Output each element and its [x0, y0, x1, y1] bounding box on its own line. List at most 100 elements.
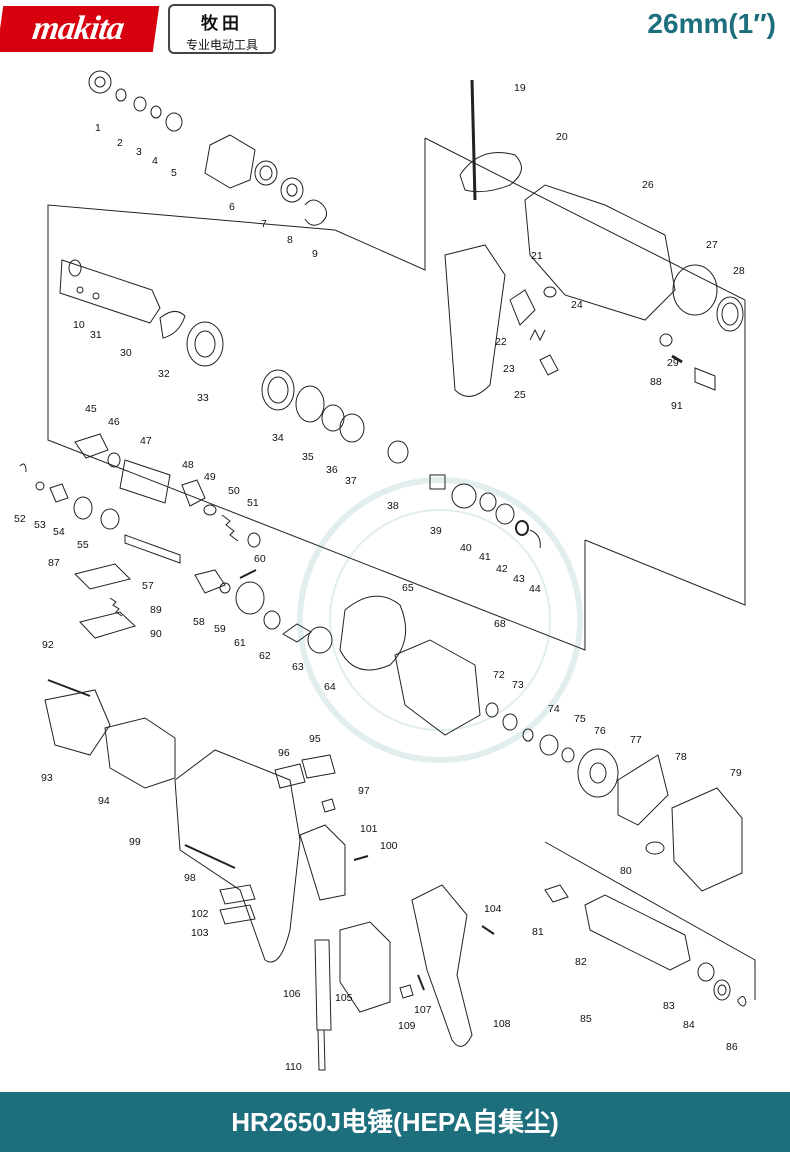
part-47-piston	[119, 459, 171, 504]
part-94-field	[104, 717, 176, 789]
part-77-fan	[577, 748, 619, 798]
label-part-91: 91	[671, 400, 683, 412]
label-part-80: 80	[620, 865, 632, 877]
part-106-tube	[314, 939, 332, 1031]
part-26-housing	[524, 184, 676, 321]
part-64-gear	[307, 626, 333, 654]
label-part-35: 35	[302, 451, 314, 463]
label-part-1: 1	[95, 122, 101, 134]
label-part-102: 102	[191, 908, 209, 920]
label-part-78: 78	[675, 751, 687, 763]
label-part-98: 98	[184, 872, 196, 884]
part-63-plate	[282, 623, 312, 643]
part-104-screw	[481, 925, 495, 935]
label-part-9: 9	[312, 248, 318, 260]
part-95-label	[301, 754, 336, 779]
label-part-26: 26	[642, 179, 654, 191]
part-25-pin	[539, 354, 559, 376]
label-part-106: 106	[283, 988, 301, 1000]
label-part-61: 61	[234, 637, 246, 649]
part-2-ring	[115, 88, 127, 102]
part-103-label	[219, 904, 256, 925]
label-part-105: 105	[335, 992, 353, 1004]
part-49-pin	[203, 504, 217, 516]
label-part-55: 55	[77, 539, 89, 551]
part-42-washer	[495, 503, 515, 525]
part-30-tool-holder	[59, 259, 161, 324]
label-part-30: 30	[120, 347, 132, 359]
label-part-42: 42	[496, 563, 508, 575]
label-part-110: 110	[285, 1061, 302, 1073]
label-part-88: 88	[650, 376, 662, 388]
part-82-armature	[584, 894, 691, 971]
part-39-pin	[429, 474, 446, 490]
label-part-96: 96	[278, 747, 290, 759]
part-24-ring	[543, 286, 557, 298]
label-part-52: 52	[14, 513, 26, 525]
brand-cn-main: 牧田	[201, 14, 243, 33]
label-part-4: 4	[152, 155, 158, 167]
part-90-bracket	[79, 611, 136, 639]
part-9-spring	[304, 199, 327, 226]
label-part-44: 44	[529, 583, 541, 595]
label-part-100: 100	[380, 840, 398, 852]
label-part-29: 29	[667, 357, 679, 369]
part-20-clamp	[459, 152, 522, 193]
label-part-63: 63	[292, 661, 304, 673]
part-68-bearing-box	[394, 639, 481, 736]
label-part-10: 10	[73, 319, 85, 331]
label-part-87: 87	[48, 557, 60, 569]
label-part-37: 37	[345, 475, 357, 487]
label-part-3: 3	[136, 146, 142, 158]
label-part-20: 20	[556, 131, 568, 143]
part-21-handle	[444, 244, 506, 397]
brand-cn-sub: 专业电动工具	[185, 38, 258, 52]
part-105-switch	[339, 921, 391, 1013]
label-part-6: 6	[229, 201, 235, 213]
boundary-line-lower	[544, 841, 756, 1000]
part-43-oring	[515, 520, 529, 536]
part-52-clip	[19, 463, 27, 473]
part-28-seal	[716, 296, 744, 332]
label-part-68: 68	[494, 618, 506, 630]
label-part-8: 8	[287, 234, 293, 246]
part-32-ring	[159, 311, 186, 339]
label-part-101: 101	[360, 823, 378, 835]
part-7-washer	[254, 160, 278, 186]
label-part-32: 32	[158, 368, 170, 380]
part-44-clip	[529, 529, 541, 549]
label-part-103: 103	[191, 927, 209, 939]
part-73-ring	[502, 713, 518, 731]
label-part-92: 92	[42, 639, 54, 651]
part-80-filter	[645, 841, 665, 855]
part-84-ring	[713, 979, 731, 1001]
label-part-34: 34	[272, 432, 284, 444]
part-96-label	[274, 763, 306, 789]
part-36-ring	[321, 404, 345, 432]
label-part-95: 95	[309, 733, 321, 745]
label-part-46: 46	[108, 416, 120, 428]
part-23-spring	[529, 328, 546, 342]
part-57-shaft	[124, 534, 181, 564]
exploded-parts-diagram: 1 2 3 4 5 6 7 8 9 10 19 20 21 22 23 24 2…	[0, 62, 790, 1092]
label-part-58: 58	[193, 616, 205, 628]
part-102-label	[219, 884, 256, 905]
label-part-48: 48	[182, 459, 194, 471]
label-part-2: 2	[117, 137, 123, 149]
label-part-79: 79	[730, 767, 742, 779]
label-part-38: 38	[387, 500, 399, 512]
part-92-screw	[47, 679, 91, 697]
label-part-51: 51	[247, 497, 259, 509]
label-part-45: 45	[85, 403, 97, 415]
label-part-109: 109	[398, 1020, 416, 1032]
part-51-ring	[247, 532, 261, 548]
part-93-baffle	[44, 689, 111, 756]
part-37-ring	[339, 413, 365, 443]
label-part-19: 19	[514, 82, 526, 94]
part-100-screw	[353, 855, 369, 861]
part-61-plate	[235, 581, 265, 615]
part-31-ball	[92, 292, 100, 300]
label-part-76: 76	[594, 725, 606, 737]
part-56-gear	[100, 508, 120, 530]
part-8-washer	[280, 177, 304, 203]
